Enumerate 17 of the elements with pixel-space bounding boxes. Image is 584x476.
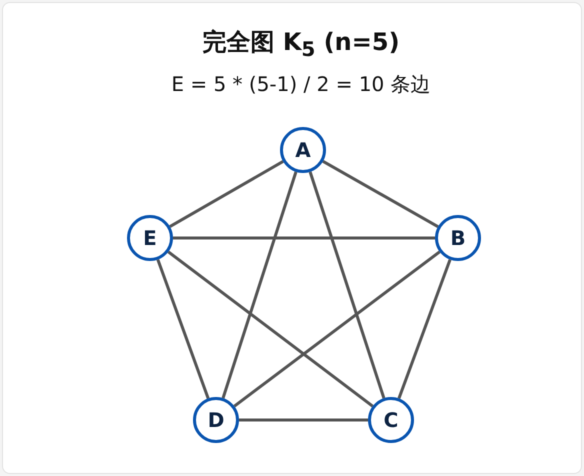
formula-caption: E = 5 * (5-1) / 2 = 10 条边 xyxy=(170,71,432,97)
edge-line xyxy=(167,250,374,408)
vertex-circle: B xyxy=(435,215,481,261)
edge-line xyxy=(173,236,435,240)
vertex-circle: C xyxy=(368,397,414,443)
edge-line xyxy=(233,250,441,408)
edge-line xyxy=(322,160,439,228)
vertex-circle: D xyxy=(193,397,239,443)
edge-line xyxy=(398,259,452,399)
edge-line xyxy=(169,160,284,228)
vertex-circle: E xyxy=(127,215,173,261)
edge-line xyxy=(156,259,210,399)
vertex-circle: A xyxy=(280,127,326,173)
edge-line xyxy=(239,418,368,422)
edge-line xyxy=(308,171,386,399)
title: 完全图 K$_{5}$ (n=5) xyxy=(201,27,401,63)
edge-line xyxy=(222,171,298,399)
